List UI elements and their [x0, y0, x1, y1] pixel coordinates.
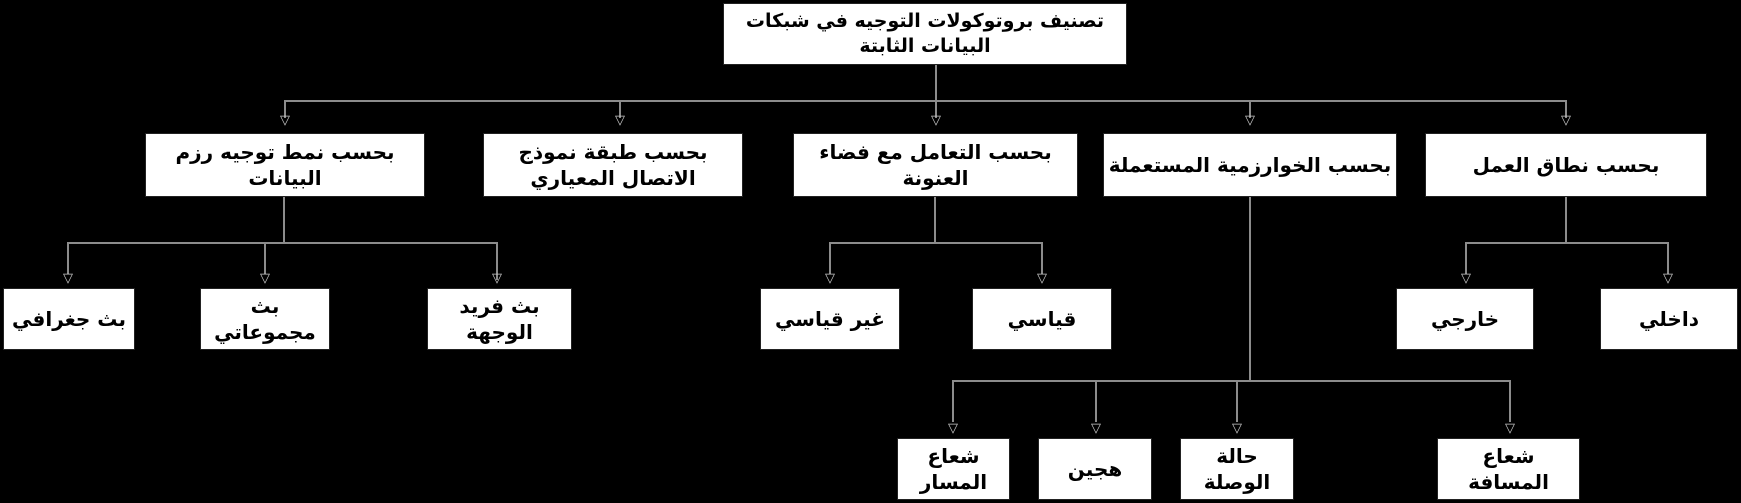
arrow-down-icon: ▽	[260, 271, 270, 286]
connector-line	[1667, 242, 1669, 274]
arrow-down-icon: ▽	[1091, 421, 1101, 436]
connector-line	[284, 100, 286, 118]
connector-line	[829, 242, 1043, 244]
node-unicast: بث فريد الوجهة	[427, 288, 572, 350]
connector-line	[1565, 100, 1567, 118]
arrow-down-icon: ▽	[1461, 271, 1471, 286]
node-standard: قياسي	[972, 288, 1112, 350]
connector-line	[1465, 242, 1467, 274]
node-geocast: بث جغرافي	[3, 288, 135, 350]
arrow-down-icon: ▽	[1663, 271, 1673, 286]
connector-line	[935, 65, 937, 101]
arrow-down-icon: ▽	[1037, 271, 1047, 286]
connector-line	[1236, 380, 1238, 422]
arrow-down-icon: ▽	[825, 271, 835, 286]
node-link-state: حالة الوصلة	[1180, 438, 1294, 500]
node-hybrid: هجين	[1038, 438, 1152, 500]
connector-line	[1041, 242, 1043, 274]
connector-line	[952, 380, 954, 422]
node-by-algorithm: بحسب الخوارزمية المستعملة	[1103, 133, 1397, 197]
connector-line	[285, 100, 1567, 102]
connector-line	[67, 242, 69, 274]
connector-line	[496, 242, 498, 280]
connector-line	[1565, 197, 1567, 243]
arrow-down-icon: ▽	[931, 113, 941, 128]
arrow-down-icon: ▽	[615, 113, 625, 128]
connector-line	[264, 242, 266, 274]
connector-line	[67, 242, 498, 244]
connector-line	[1465, 242, 1669, 244]
connector-line	[1509, 380, 1511, 422]
node-by-address-space: بحسب التعامل مع فضاء العنونة	[793, 133, 1078, 197]
node-by-packet-routing-mode: بحسب نمط توجيه رزم البيانات	[145, 133, 425, 197]
node-internal: داخلي	[1600, 288, 1738, 350]
connector-line	[935, 100, 937, 118]
arrow-down-icon: ▽	[948, 421, 958, 436]
connector-line	[829, 242, 831, 274]
node-path-vector: شعاع المسار	[897, 438, 1010, 500]
arrow-down-icon: ▽	[1232, 421, 1242, 436]
node-by-scope: بحسب نطاق العمل	[1425, 133, 1707, 197]
arrow-down-icon: ▽	[492, 271, 502, 286]
arrow-down-icon: ▽	[1245, 113, 1255, 128]
node-nonstandard: غير قياسي	[760, 288, 900, 350]
arrow-down-icon: ▽	[280, 113, 290, 128]
node-multicast: بث مجموعاتي	[200, 288, 330, 350]
arrow-down-icon: ▽	[1505, 421, 1515, 436]
connector-line	[283, 197, 285, 243]
node-external: خارجي	[1396, 288, 1534, 350]
node-distance-vector: شعاع المسافة	[1437, 438, 1580, 500]
arrow-down-icon: ▽	[1561, 113, 1571, 128]
connector-line	[1095, 380, 1097, 422]
connector-line	[1249, 100, 1251, 118]
connector-line	[619, 100, 621, 118]
connector-line	[1249, 197, 1251, 381]
connector-line	[934, 197, 936, 243]
node-by-osi-layer: بحسب طبقة نموذج الاتصال المعياري	[483, 133, 743, 197]
node-root: تصنيف بروتوكولات التوجيه في شبكات البيان…	[723, 3, 1127, 65]
arrow-down-icon: ▽	[63, 271, 73, 286]
connector-line	[952, 380, 1511, 382]
